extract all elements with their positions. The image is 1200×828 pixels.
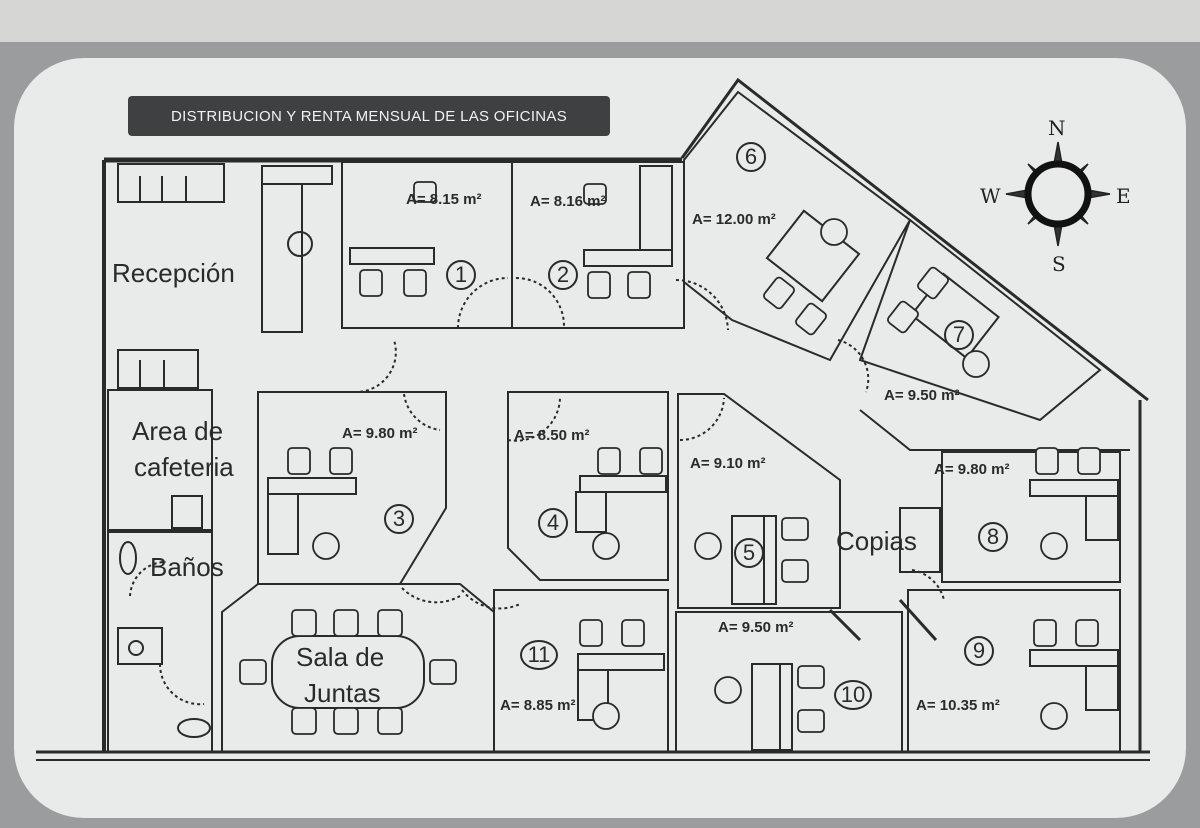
door-swing-corridor xyxy=(353,339,397,394)
room-label-cafeteria-line1: Area de xyxy=(132,416,224,446)
room-label-cafeteria-line2: cafeteria xyxy=(134,452,234,482)
reception-desk-side xyxy=(261,183,303,333)
office-5-number: 5 xyxy=(734,538,764,568)
outer-wall-diagonal xyxy=(680,77,1149,402)
chair xyxy=(291,707,317,735)
office-7-area: A= 9.50 m² xyxy=(884,387,960,404)
chair xyxy=(820,218,848,246)
chair xyxy=(413,181,437,203)
chair xyxy=(621,619,645,647)
toilet-1 xyxy=(119,541,137,575)
chair xyxy=(797,665,825,689)
chair xyxy=(962,350,990,378)
room-label-sala-line2: Juntas xyxy=(304,678,381,708)
paper-edge xyxy=(0,0,1200,42)
room-label-banos: Baños xyxy=(150,552,224,582)
office-7-number: 7 xyxy=(944,320,974,350)
office-3-area: A= 9.80 m² xyxy=(342,425,418,442)
chair xyxy=(429,659,457,685)
chair xyxy=(239,659,267,685)
office-9-number: 9 xyxy=(964,636,994,666)
compass-west-label: W xyxy=(980,184,1001,208)
office-11-number: 11 xyxy=(520,640,558,670)
office-10-walls xyxy=(675,611,903,753)
chair xyxy=(359,269,383,297)
office-11-walls xyxy=(493,589,669,753)
office-11-area: A= 8.85 m² xyxy=(500,697,576,714)
chair xyxy=(287,447,311,475)
compass-east-label: E xyxy=(1116,184,1131,208)
door-swing-office-2 xyxy=(515,277,565,327)
chair xyxy=(579,619,603,647)
office-1-number: 1 xyxy=(446,260,476,290)
chair xyxy=(795,302,827,336)
office-5-area: A= 9.10 m² xyxy=(690,455,766,472)
chair xyxy=(763,276,795,310)
chair xyxy=(403,269,427,297)
chair xyxy=(377,707,403,735)
office-2-area: A= 8.16 m² xyxy=(530,193,606,210)
chair xyxy=(627,271,651,299)
office-1-area: A= 8.15 m² xyxy=(406,191,482,208)
chair xyxy=(714,676,742,704)
office-6-area: A= 12.00 m² xyxy=(692,211,776,228)
office-4-number: 4 xyxy=(538,508,568,538)
chair xyxy=(592,702,620,730)
chair xyxy=(583,183,607,205)
room-label-recepcion: Recepción xyxy=(112,258,235,288)
office-2-number: 2 xyxy=(548,260,578,290)
office-4-walls xyxy=(507,391,669,581)
chair xyxy=(1033,619,1057,647)
office-10-number: 10 xyxy=(834,680,872,710)
reception-desk xyxy=(261,165,333,185)
toilet-2 xyxy=(177,718,211,738)
chair xyxy=(887,300,919,334)
chair xyxy=(1075,619,1099,647)
office-5-walls xyxy=(677,393,841,609)
chair xyxy=(1077,447,1101,475)
chair xyxy=(1040,532,1068,560)
office-8-walls xyxy=(941,451,1121,583)
chair xyxy=(597,447,621,475)
chair xyxy=(1035,447,1059,475)
chair xyxy=(329,447,353,475)
reception-sofa xyxy=(117,163,225,203)
chair xyxy=(797,709,825,733)
cafeteria-counter xyxy=(107,389,213,531)
compass-north-label: N xyxy=(1048,116,1066,140)
chair xyxy=(377,609,403,637)
office-9-area: A= 10.35 m² xyxy=(916,697,1000,714)
chair xyxy=(781,517,809,541)
chair xyxy=(694,532,722,560)
office-9-walls xyxy=(907,589,1121,753)
chair xyxy=(333,707,359,735)
office-7-walls xyxy=(858,218,1102,422)
chair xyxy=(1040,702,1068,730)
office-4-area: A= 8.50 m² xyxy=(514,427,590,444)
chair xyxy=(639,447,663,475)
chair xyxy=(333,609,359,637)
plan-title: DISTRIBUCION Y RENTA MENSUAL DE LAS OFIC… xyxy=(128,96,610,136)
chair xyxy=(312,532,340,560)
sala-de-juntas-walls xyxy=(221,583,495,753)
office-10-area: A= 9.50 m² xyxy=(718,619,794,636)
cafeteria-sofa xyxy=(117,349,199,389)
office-8-number: 8 xyxy=(978,522,1008,552)
reception-chair xyxy=(287,231,313,257)
chair xyxy=(291,609,317,637)
office-3-number: 3 xyxy=(384,504,414,534)
chair xyxy=(781,559,809,583)
office-8-area: A= 9.80 m² xyxy=(934,461,1010,478)
compass-rose xyxy=(1005,141,1111,247)
compass-south-label: S xyxy=(1052,252,1066,276)
chair xyxy=(587,271,611,299)
office-6-number: 6 xyxy=(736,142,766,172)
room-label-sala-line1: Sala de xyxy=(296,642,385,672)
chair xyxy=(592,532,620,560)
chair xyxy=(917,266,949,300)
bathroom-walls xyxy=(107,531,213,753)
office-3-walls xyxy=(257,391,447,585)
room-label-copias: Copias xyxy=(836,526,917,556)
